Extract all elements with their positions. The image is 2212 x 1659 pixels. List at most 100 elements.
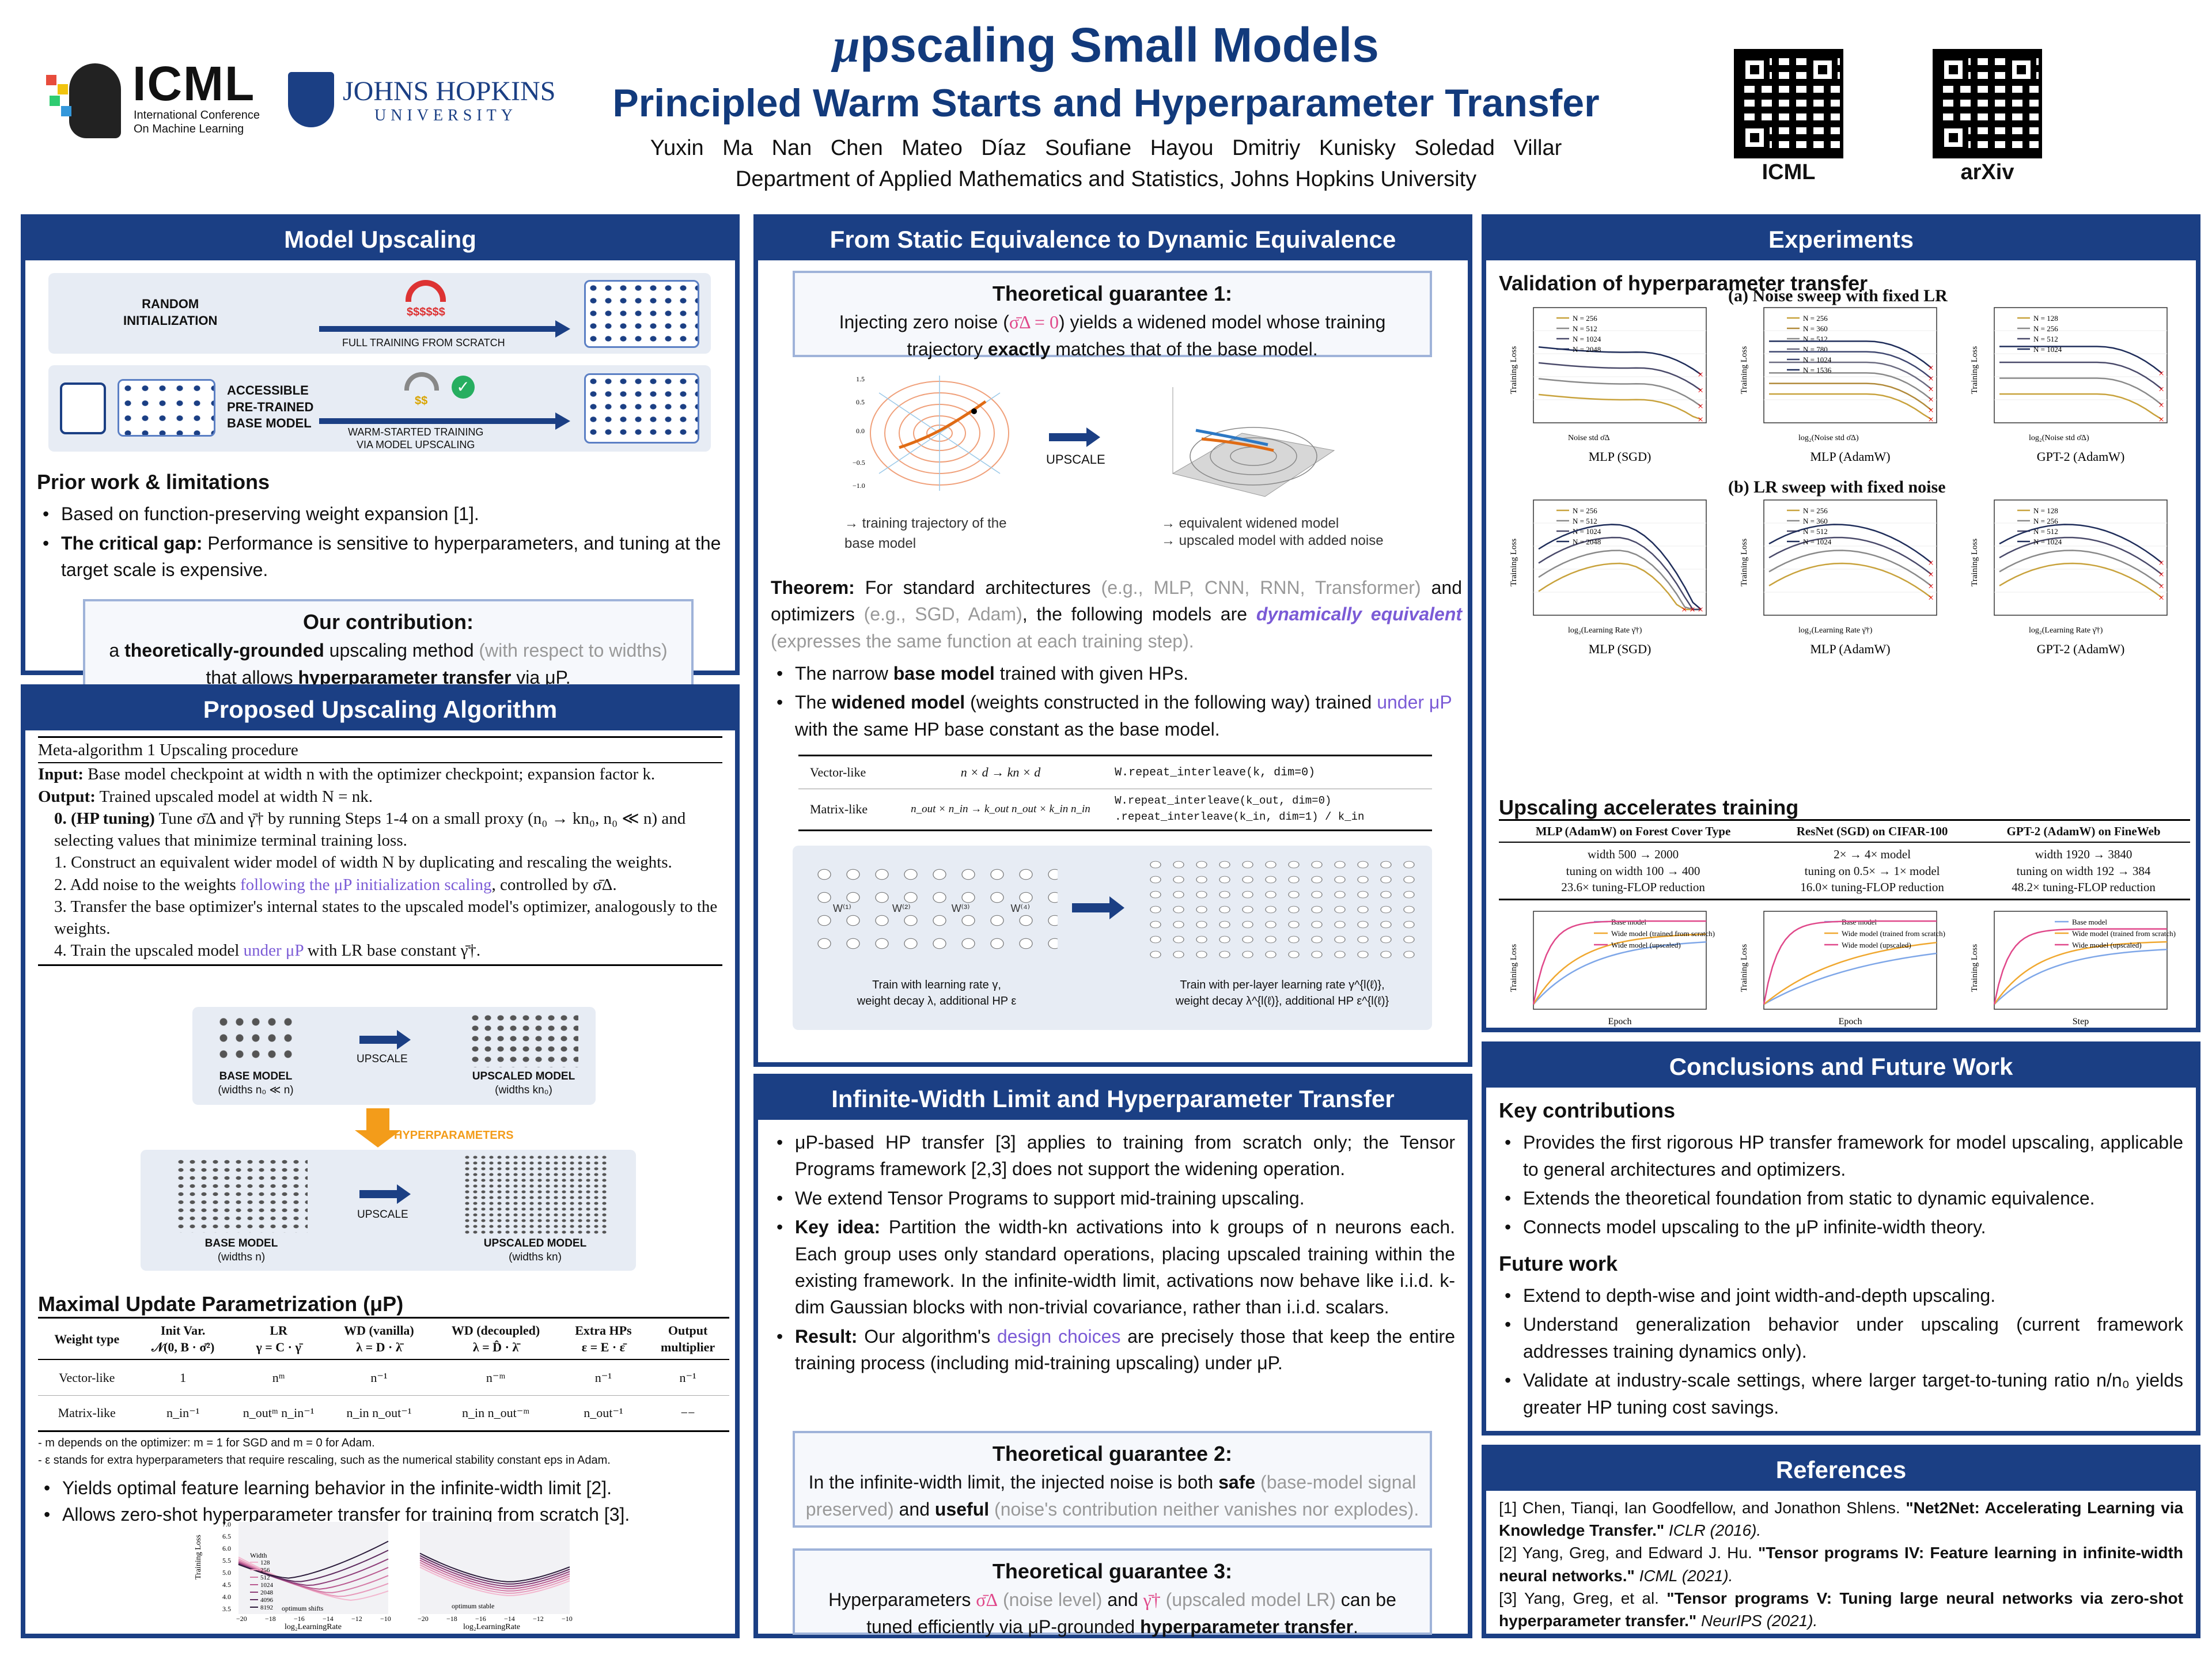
poster-subtitle: Principled Warm Starts and Hyperparamete…: [612, 81, 1600, 125]
series-line: [238, 1560, 389, 1593]
network-icon: [463, 1154, 607, 1235]
series-line: [1769, 340, 1932, 369]
optimum-marker: ×: [1698, 414, 1703, 425]
poster-title: μpscaling Small Models: [833, 18, 1379, 73]
optimum-marker: ×: [2158, 414, 2164, 425]
plot-title: MLP (AdamW): [1810, 449, 1890, 464]
panel-infinite-width: Infinite-Width Limit and Hyperparameter …: [753, 1074, 1472, 1638]
optimum-marker: ×: [1928, 569, 1934, 580]
widening-table: Vector-like n × d → kn × d W.repeat_inte…: [798, 755, 1432, 831]
x-axis-label: Step: [2073, 1017, 2089, 1027]
x-axis-label: log₂(Learning Rate γ̄†): [2029, 626, 2103, 635]
qr-label-arxiv: arXiv: [1960, 160, 2014, 184]
series-line: [1999, 377, 2162, 406]
mup-bullets: Yields optimal feature learning behavior…: [38, 1474, 724, 1529]
tick-label: −10: [562, 1615, 573, 1623]
series-line: [1763, 920, 1937, 1005]
optimum-marker: ×: [2158, 569, 2164, 580]
panel-algorithm: Proposed Upscaling Algorithm Meta-algori…: [21, 684, 740, 1638]
reference-3[interactable]: [3] Yang, Greg, et al. "Tensor programs …: [1499, 1589, 2183, 1630]
legend-entry: Wide model (upscaled): [1842, 941, 1911, 949]
table-row: Matrix-like n_out × n_in → k_out n_out ×…: [798, 789, 1432, 831]
legend-entry: N = 1536: [1803, 366, 1832, 374]
tick-label: −16: [294, 1615, 305, 1623]
series-line: [419, 1566, 570, 1596]
series-line: [419, 1552, 570, 1582]
optimum-marker: ×: [2158, 580, 2164, 592]
base-network-icon: [810, 863, 1058, 955]
svg-text:optimum shifts: optimum shifts: [282, 1604, 324, 1612]
legend-entry: 128: [260, 1559, 270, 1566]
series-line: [1763, 952, 1937, 1005]
optimum-marker: ×: [1928, 414, 1934, 425]
optimum-marker: ×: [1928, 557, 1934, 569]
equivalence-bullets: The narrow base model trained with given…: [771, 658, 1462, 745]
series-line: [1769, 372, 1932, 400]
tick-label: −18: [446, 1615, 457, 1623]
svg-text:optimum stable: optimum stable: [452, 1602, 494, 1610]
icml-logo: ICML International Conference On Machine…: [46, 56, 265, 141]
table-header: Init Var. 𝒩(0, B · σ̄²): [151, 1323, 215, 1355]
legend-entry: N = 512: [2033, 335, 2058, 343]
tick-label: −18: [265, 1615, 276, 1623]
series-line: [1538, 562, 1701, 611]
icml-qr-code[interactable]: [1734, 49, 1843, 158]
legend-entry: N = 1024: [2033, 537, 2062, 546]
tick-label: −20: [418, 1615, 429, 1623]
series-line: [238, 1558, 389, 1597]
legend-entry: N = 360: [1803, 517, 1828, 525]
network-icon: [469, 1013, 578, 1067]
series-line: [1993, 928, 2168, 1005]
panel-heading: From Static Equivalence to Dynamic Equiv…: [758, 219, 1468, 260]
affiliation: Department of Applied Mathematics and St…: [735, 167, 1477, 191]
series-line: [419, 1564, 570, 1594]
reference-1[interactable]: [1] Chen, Tianqi, Ian Goodfellow, and Jo…: [1499, 1499, 2183, 1540]
plot-frame: [1994, 307, 2168, 423]
network-icon: [175, 1158, 308, 1233]
jhu-shield-icon: [288, 72, 334, 127]
series-line: [1999, 536, 2162, 575]
y-axis-label: Training Loss: [1740, 539, 1749, 586]
series-line: [1538, 362, 1702, 391]
optimum-marker: ×: [2158, 368, 2164, 379]
optimum-marker: ×: [1928, 394, 1934, 406]
mup-heading: Maximal Update Parametrization (μP): [38, 1292, 404, 1316]
panel-heading: Infinite-Width Limit and Hyperparameter …: [758, 1078, 1468, 1120]
series-line: [1999, 361, 2162, 390]
optimum-marker: ×: [2158, 399, 2164, 411]
series-line: [1538, 393, 1702, 421]
optimum-marker: ×: [2158, 592, 2164, 603]
legend-entry: N = 128: [2033, 506, 2058, 515]
series-line: [1768, 562, 1932, 599]
optimum-marker: ×: [1928, 580, 1934, 592]
x-axis-label: Epoch: [1608, 1017, 1632, 1027]
table-header: GPT-2 (AdamW) on FineWeb: [2006, 824, 2161, 838]
table-header: MLP (AdamW) on Forest Cover Type: [1535, 824, 1731, 838]
plot-title: MLP (SGD): [1589, 449, 1652, 464]
future-work-heading: Future work: [1499, 1251, 1618, 1275]
tick-label: −16: [475, 1615, 486, 1623]
series-line: [419, 1562, 570, 1592]
legend-entry: 4096: [260, 1597, 274, 1604]
checkmark-icon: ✓: [452, 376, 475, 399]
reference-2[interactable]: [2] Yang, Greg, and Edward J. Hu. "Tenso…: [1499, 1544, 2183, 1585]
legend-entry: 256: [260, 1567, 270, 1574]
legend-entry: N = 360: [1803, 324, 1828, 333]
series-line: [1538, 378, 1702, 407]
panel-references: References [1] Chen, Tianqi, Ian Goodfel…: [1482, 1445, 2200, 1638]
table-header: Weight type: [54, 1331, 120, 1346]
optimum-marker: ×: [1698, 400, 1703, 412]
series-line: [1768, 536, 1932, 575]
legend-entry: N = 512: [1803, 527, 1828, 536]
optimum-marker: ×: [1698, 604, 1703, 615]
plot-frame: [1763, 499, 1937, 616]
legend-entry: N = 1024: [1573, 335, 1601, 343]
download-icon: [60, 382, 106, 434]
svg-text:log₂LearningRate: log₂LearningRate: [463, 1623, 520, 1631]
series-line: [1993, 941, 2168, 1005]
per-layer-hp-diagram: W⁽¹⁾ W⁽²⁾ W⁽³⁾ W⁽⁴⁾ Train with learning …: [793, 846, 1432, 1030]
legend-entry: 8192: [260, 1604, 273, 1611]
arxiv-qr-code[interactable]: [1933, 49, 2042, 158]
prior-work-heading: Prior work & limitations: [37, 470, 270, 494]
